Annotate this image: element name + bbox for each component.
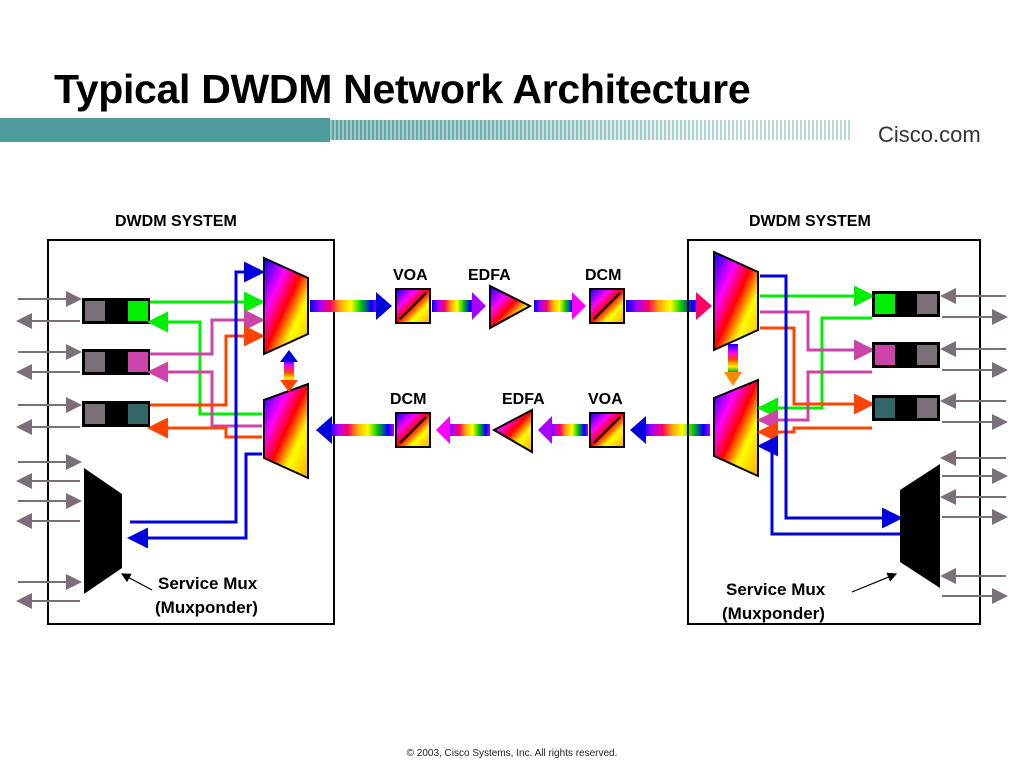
right-transponder-teal [872, 395, 940, 421]
right-wavelength-lines [757, 274, 903, 536]
right-demux-trapezoid [713, 250, 759, 352]
copyright-footer: © 2003, Cisco Systems, Inc. All rights r… [406, 748, 618, 759]
right-vertical-link [728, 344, 738, 372]
right-transponder-magenta [872, 342, 940, 368]
left-client-arrows [16, 291, 82, 609]
right-transponder-green [872, 291, 940, 317]
top-edfa-triangle [489, 284, 533, 330]
left-mux-label-line1: Service Mux [158, 574, 258, 593]
left-mux-label-line2: (Muxponder) [155, 598, 258, 617]
right-mux-trapezoid [713, 378, 759, 478]
fiber-spans: VOA EDFA DCM DCM EDFA VOA [310, 267, 712, 454]
left-system-label: DWDM SYSTEM [115, 213, 237, 230]
top-label-voa: VOA [393, 267, 428, 284]
right-mux-label-line1: Service Mux [726, 580, 826, 599]
left-service-mux [84, 468, 122, 594]
left-mux-trapezoid [263, 256, 309, 356]
right-service-mux [900, 464, 940, 588]
right-system-box [687, 239, 981, 625]
right-client-arrows [940, 288, 1008, 604]
header-bar [0, 118, 850, 142]
bottom-label-voa: VOA [588, 391, 623, 408]
bottom-label-dcm: DCM [390, 391, 426, 408]
cisco-brand-logo: Cisco.com [878, 122, 981, 147]
left-demux-trapezoid [263, 382, 309, 480]
left-transponder-teal [82, 401, 150, 427]
right-mux-label-line2: (Muxponder) [722, 604, 825, 623]
left-wavelength-lines [127, 261, 265, 549]
top-label-edfa: EDFA [468, 267, 511, 284]
left-vertical-link [284, 358, 294, 384]
slide-title: Typical DWDM Network Architecture [54, 66, 751, 112]
top-label-dcm: DCM [585, 267, 621, 284]
left-transponder-magenta [82, 349, 150, 375]
left-dwdm-system: DWDM SYSTEM [16, 213, 335, 625]
right-dwdm-system: DWDM SYSTEM [687, 213, 1008, 625]
bottom-edfa-triangle [491, 408, 533, 454]
bottom-label-edfa: EDFA [502, 391, 545, 408]
right-system-label: DWDM SYSTEM [749, 213, 871, 230]
left-transponder-green [82, 298, 150, 324]
